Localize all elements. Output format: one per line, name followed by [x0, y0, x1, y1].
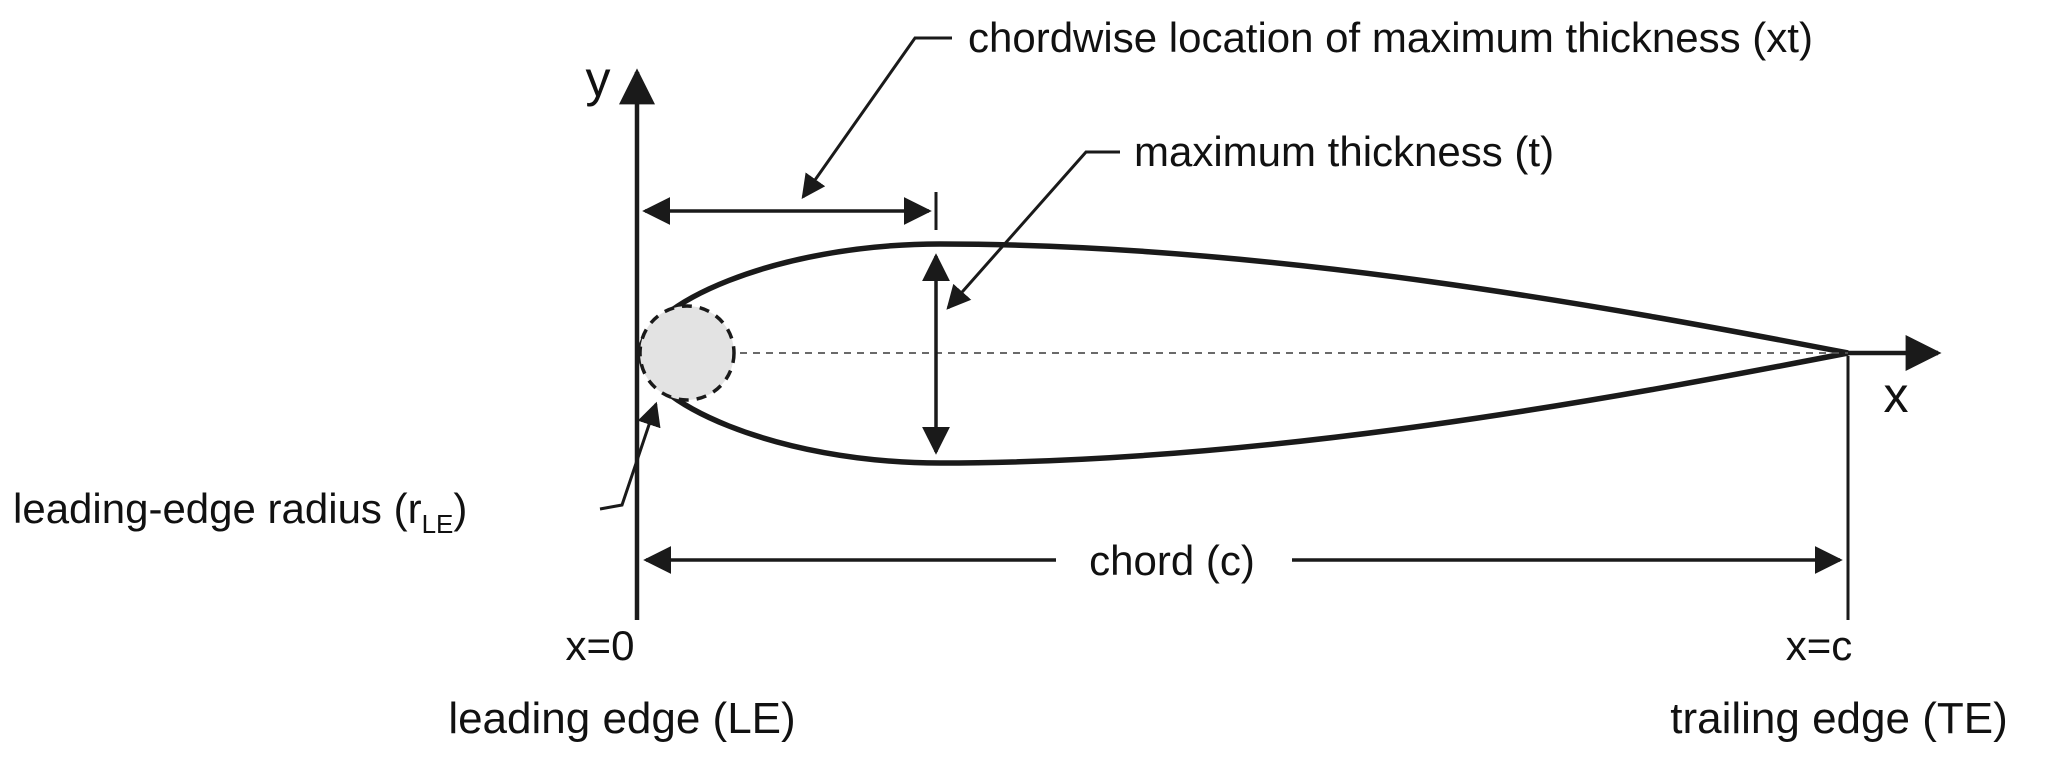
leading-edge-radius-label-text: leading-edge radius (r [13, 485, 422, 532]
leading-edge-radius-label: leading-edge radius (rLE) [13, 485, 467, 539]
trailing-edge-label: trailing edge (TE) [1670, 694, 2007, 743]
leading-edge-label: leading edge (LE) [448, 694, 795, 743]
y-axis-label: y [586, 51, 611, 107]
maximum-thickness-label: maximum thickness (t) [1134, 128, 1554, 175]
leading-edge-radius-circle [638, 304, 736, 402]
leading-edge-radius-subscript: LE [422, 509, 454, 539]
x-equals-c-label: x=c [1786, 622, 1853, 669]
x-equals-zero-label: x=0 [566, 622, 635, 669]
x-axis-label: x [1884, 367, 1909, 423]
chordwise-leader-line [801, 36, 952, 199]
leading-edge-radius-label-close: ) [453, 485, 467, 532]
max-thickness-leader-line [946, 150, 1120, 310]
leading-edge-radius-leader-line [599, 401, 661, 511]
chord-label: chord (c) [1089, 537, 1255, 584]
chordwise-location-label: chordwise location of maximum thickness … [968, 14, 1813, 61]
